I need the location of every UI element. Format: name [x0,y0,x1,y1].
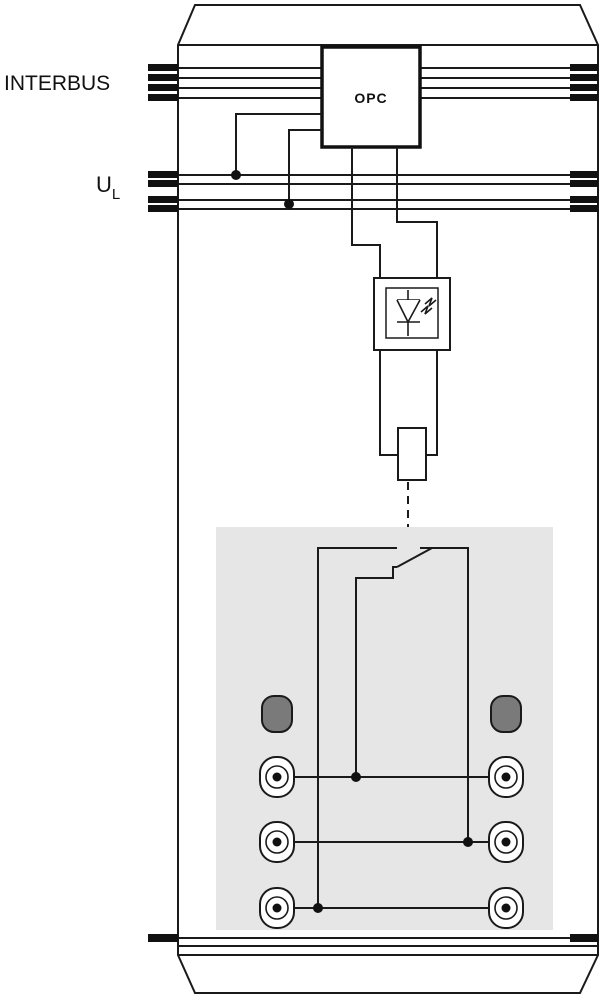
opc-supply-wire-1 [235,113,322,175]
photo-diode-icon [396,290,437,336]
ul-label-subscript: L [112,186,120,203]
opc-label: OPC [354,90,387,106]
junction-dot [313,903,323,913]
screw-head-left [261,695,293,733]
ul-lines [178,174,598,210]
terminal-left-1 [259,756,295,798]
opc-box [320,45,422,149]
optocoupler-inner-frame [385,287,439,339]
junction-dot [231,170,241,180]
junction-dot [284,199,294,209]
ul-label-main: U [96,172,112,197]
coil-wire-1 [379,350,398,456]
optocoupler-block [373,277,451,351]
ul-label: UL [96,172,120,203]
opc-output-wire-2 [396,147,438,278]
relay-coil-icon [397,427,427,481]
screw-head-right [490,695,522,733]
opc-supply-wire-2 [288,129,322,204]
terminal-right-1 [488,756,524,798]
ul-right-terminals [570,171,598,212]
interbus-right-terminals [570,64,598,101]
bottom-rail [148,934,598,947]
terminal-right-2 [488,821,524,863]
ul-left-terminals [148,171,178,212]
terminal-left-3 [259,887,295,929]
junction-dot [463,837,473,847]
interbus-label: INTERBUS [4,72,110,95]
junction-dot [351,772,361,782]
coil-wire-2 [426,350,438,456]
interbus-left-terminals [148,64,178,101]
changeover-contact-icon [317,547,469,908]
terminal-left-2 [259,821,295,863]
terminal-right-3 [488,887,524,929]
opc-output-wire-1 [351,147,381,278]
